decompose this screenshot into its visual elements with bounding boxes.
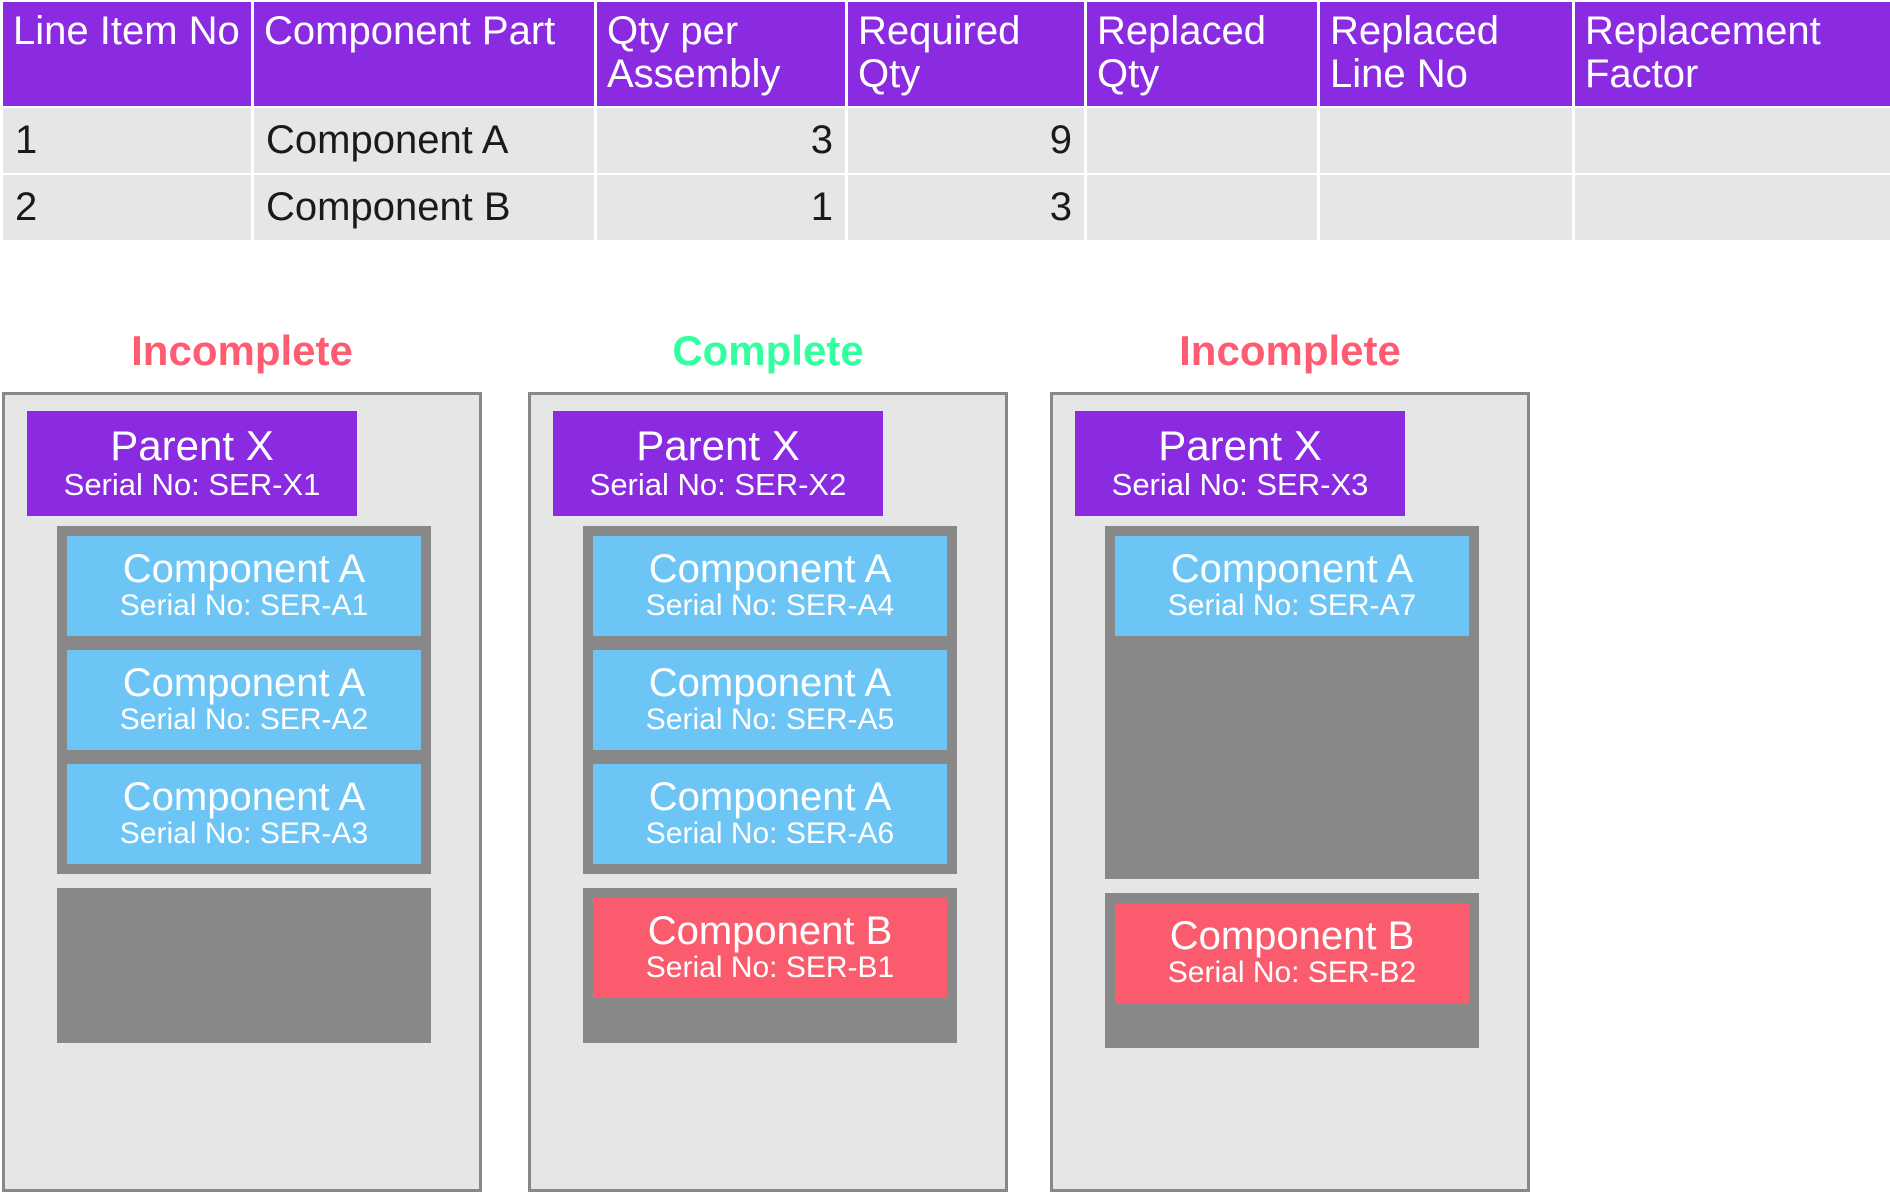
cell-line-item-no: 1 (3, 108, 251, 174)
component-title: Component B (1169, 914, 1415, 959)
table-body: 1 Component A 3 9 2 Component B 1 3 (3, 108, 1890, 241)
cell-replacement-factor (1575, 108, 1890, 174)
parent-serial: Serial No: SER-X3 (1111, 467, 1369, 503)
empty-slot-placeholder (57, 888, 431, 1043)
component-title: Component A (122, 547, 366, 592)
component-serial: Serial No: SER-A2 (119, 703, 369, 737)
component-title: Component A (1170, 547, 1414, 592)
column-header-qty-per-assembly: Qty per Assembly (597, 2, 845, 107)
cell-replaced-qty (1087, 175, 1317, 241)
column-header-component-part: Component Part (254, 2, 594, 107)
column-header-replaced-line-no: Replaced Line No (1320, 2, 1572, 107)
parent-block-3: Parent X Serial No: SER-X3 (1075, 411, 1405, 516)
table-row: 1 Component A 3 9 (3, 108, 1890, 174)
component-b-slot-group-1 (57, 888, 431, 1043)
component-b-slot-group-3: Component B Serial No: SER-B2 (1105, 893, 1479, 1048)
bom-table: Line Item No Component Part Qty per Asse… (0, 0, 1890, 242)
cell-replaced-line-no (1320, 175, 1572, 241)
component-title: Component B (647, 909, 893, 954)
parent-title: Parent X (636, 422, 800, 470)
table-row: 2 Component B 1 3 (3, 175, 1890, 241)
assembly-panel-2: Complete Parent X Serial No: SER-X2 Comp… (528, 330, 1008, 1192)
status-badge-panel-1: Incomplete (131, 327, 353, 374)
table-header-row: Line Item No Component Part Qty per Asse… (3, 2, 1890, 107)
column-header-replaced-qty: Replaced Qty (1087, 2, 1317, 107)
cell-component-part: Component B (254, 175, 594, 241)
component-chip: Component A Serial No: SER-A5 (593, 650, 947, 750)
component-title: Component A (122, 661, 366, 706)
parent-title: Parent X (110, 422, 274, 470)
panel-body-1: Parent X Serial No: SER-X1 Component A S… (2, 392, 482, 1192)
component-serial: Serial No: SER-B2 (1167, 956, 1417, 990)
assembly-panel-3: Incomplete Parent X Serial No: SER-X3 Co… (1050, 330, 1530, 1192)
component-title: Component A (122, 775, 366, 820)
assembly-panels: Incomplete Parent X Serial No: SER-X1 Co… (0, 330, 1890, 1200)
assembly-panel-1: Incomplete Parent X Serial No: SER-X1 Co… (2, 330, 482, 1192)
component-chip: Component A Serial No: SER-A1 (67, 536, 421, 636)
parent-serial: Serial No: SER-X2 (589, 467, 847, 503)
component-chip: Component B Serial No: SER-B1 (593, 898, 947, 998)
parent-serial: Serial No: SER-X1 (63, 467, 321, 503)
component-chip: Component A Serial No: SER-A6 (593, 764, 947, 864)
component-serial: Serial No: SER-A3 (119, 817, 369, 851)
cell-required-qty: 3 (848, 175, 1084, 241)
panel-body-2: Parent X Serial No: SER-X2 Component A S… (528, 392, 1008, 1192)
component-a-slot-group-3: Component A Serial No: SER-A7 (1105, 526, 1479, 879)
cell-replacement-factor (1575, 175, 1890, 241)
component-serial: Serial No: SER-A1 (119, 589, 369, 623)
column-header-replacement-factor: Replacement Factor (1575, 2, 1890, 107)
component-serial: Serial No: SER-A4 (645, 589, 895, 623)
component-serial: Serial No: SER-A7 (1167, 589, 1417, 623)
empty-slot-placeholder (1115, 650, 1469, 864)
component-chip: Component A Serial No: SER-A7 (1115, 536, 1469, 636)
cell-replaced-line-no (1320, 108, 1572, 174)
parent-block-2: Parent X Serial No: SER-X2 (553, 411, 883, 516)
cell-component-part: Component A (254, 108, 594, 174)
component-title: Component A (648, 775, 892, 820)
component-serial: Serial No: SER-A5 (645, 703, 895, 737)
parent-block-1: Parent X Serial No: SER-X1 (27, 411, 357, 516)
column-header-line-item-no: Line Item No (3, 2, 251, 107)
cell-line-item-no: 2 (3, 175, 251, 241)
table-header: Line Item No Component Part Qty per Asse… (3, 2, 1890, 107)
component-chip: Component B Serial No: SER-B2 (1115, 903, 1469, 1003)
component-serial: Serial No: SER-B1 (645, 951, 895, 985)
status-badge-panel-3: Incomplete (1179, 327, 1401, 374)
status-badge-panel-2: Complete (672, 327, 864, 374)
component-b-slot-group-2: Component B Serial No: SER-B1 (583, 888, 957, 1043)
component-chip: Component A Serial No: SER-A2 (67, 650, 421, 750)
component-chip: Component A Serial No: SER-A4 (593, 536, 947, 636)
cell-qty-per-assembly: 3 (597, 108, 845, 174)
component-title: Component A (648, 661, 892, 706)
panel-body-3: Parent X Serial No: SER-X3 Component A S… (1050, 392, 1530, 1192)
column-header-required-qty: Required Qty (848, 2, 1084, 107)
component-title: Component A (648, 547, 892, 592)
component-a-slot-group-2: Component A Serial No: SER-A4 Component … (583, 526, 957, 874)
cell-required-qty: 9 (848, 108, 1084, 174)
component-serial: Serial No: SER-A6 (645, 817, 895, 851)
component-a-slot-group-1: Component A Serial No: SER-A1 Component … (57, 526, 431, 874)
component-chip: Component A Serial No: SER-A3 (67, 764, 421, 864)
parent-title: Parent X (1158, 422, 1322, 470)
cell-replaced-qty (1087, 108, 1317, 174)
cell-qty-per-assembly: 1 (597, 175, 845, 241)
